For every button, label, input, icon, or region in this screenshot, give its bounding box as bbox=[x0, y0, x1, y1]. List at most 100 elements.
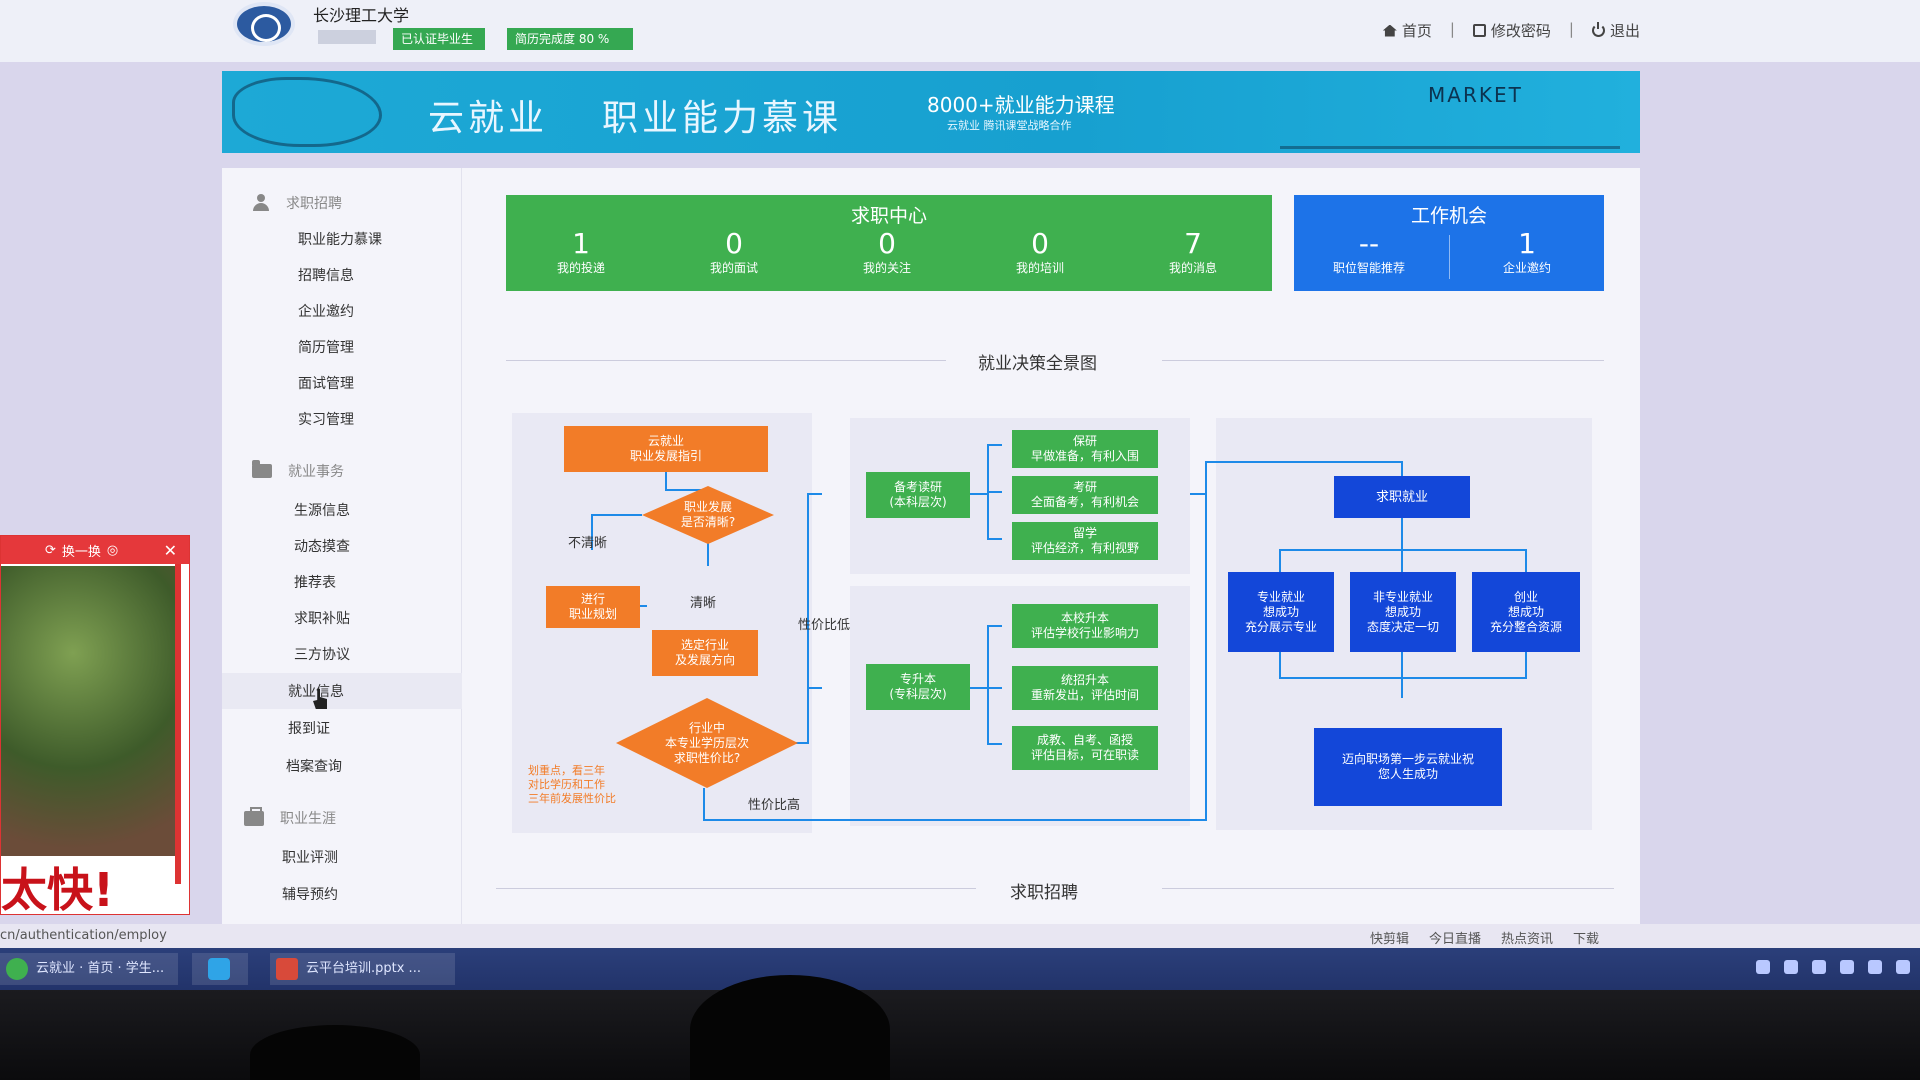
status-url: cn/authentication/employ bbox=[0, 928, 167, 943]
sidebar-item-survey[interactable]: 动态摸查 bbox=[294, 539, 350, 555]
flow-upgrade-option: 成教、自考、函授评估目标，可在职读 bbox=[1012, 726, 1158, 770]
change-password-link[interactable]: 修改密码 bbox=[1472, 20, 1551, 41]
option-title: 保研 bbox=[1072, 434, 1097, 448]
sidebar-section-job[interactable]: 求职招聘 bbox=[252, 193, 342, 213]
flow-upgrade-option: 本校升本评估学校行业影响力 bbox=[1012, 604, 1158, 648]
sidebar-item-recommend[interactable]: 推荐表 bbox=[294, 575, 336, 591]
taskbar-label: 云平台培训.pptx ... bbox=[306, 961, 421, 976]
banner-title: 职业能力慕课 bbox=[602, 98, 843, 139]
sidebar-active-highlight bbox=[222, 673, 462, 709]
stat-smart-recommend[interactable]: --职位智能推荐 bbox=[1294, 229, 1444, 276]
search-icon[interactable] bbox=[1756, 960, 1770, 974]
flow-job-seek-box: 求职就业 bbox=[1334, 476, 1470, 518]
tool-download[interactable]: 下载 bbox=[1573, 932, 1600, 947]
taskbar-browser[interactable]: 云就业 · 首页 · 学生... bbox=[0, 953, 178, 985]
refresh-button[interactable]: 换一换 bbox=[61, 544, 101, 560]
sidebar-section-affairs[interactable]: 就业事务 bbox=[252, 460, 344, 481]
mooc-banner[interactable]: 云就业 职业能力慕课 8000+就业能力课程 云就业 腾讯课堂战略合作 MARK… bbox=[222, 71, 1640, 153]
taskbar-pptx[interactable]: 云平台培训.pptx ... bbox=[270, 953, 455, 985]
user-icon bbox=[252, 194, 270, 212]
option-title: 考研 bbox=[1072, 480, 1097, 494]
flow-note: 划重点，看三年 对比学历和工作 三年前发展性价比 bbox=[528, 764, 616, 805]
shield-icon[interactable] bbox=[1840, 960, 1854, 974]
logout-label: 退出 bbox=[1609, 22, 1640, 40]
power-icon bbox=[1591, 22, 1605, 37]
tool-hot-news[interactable]: 热点资讯 bbox=[1501, 932, 1554, 947]
stat-value: 0 bbox=[878, 227, 896, 260]
sidebar-item-internship[interactable]: 实习管理 bbox=[298, 412, 354, 428]
resume-progress-badge[interactable]: 简历完成度 80 % bbox=[507, 28, 633, 50]
change-password-label: 修改密码 bbox=[1490, 22, 1551, 40]
flow-choose-box: 选定行业 及发展方向 bbox=[652, 630, 758, 676]
logout-link[interactable]: 退出 bbox=[1591, 20, 1640, 41]
option-title: 留学 bbox=[1072, 526, 1097, 540]
stat-label: 职位智能推荐 bbox=[1332, 261, 1405, 275]
stat-value: 7 bbox=[1184, 227, 1202, 260]
ime-icon[interactable] bbox=[1784, 960, 1798, 974]
divider bbox=[1162, 888, 1614, 889]
divider bbox=[506, 360, 946, 361]
taskbar-player[interactable] bbox=[192, 953, 248, 985]
option-desc: 早做准备，有利入围 bbox=[1030, 449, 1139, 463]
option-desc: 评估目标，可在职读 bbox=[1030, 748, 1139, 762]
sidebar-item-interview[interactable]: 面试管理 bbox=[298, 376, 354, 392]
room-foreground bbox=[0, 975, 1920, 1080]
sidebar-item-subsidy[interactable]: 求职补贴 bbox=[294, 611, 350, 627]
sidebar-item-mooc[interactable]: 职业能力慕课 bbox=[298, 232, 382, 248]
sidebar-item-resume[interactable]: 简历管理 bbox=[298, 340, 354, 356]
audience-head bbox=[250, 1025, 420, 1080]
settings-icon[interactable]: ◎ bbox=[106, 542, 119, 558]
stat-value: 0 bbox=[725, 227, 743, 260]
school-name: 长沙理工大学 bbox=[313, 6, 410, 25]
stat-label: 企业邀约 bbox=[1502, 261, 1551, 275]
label-clear: 清晰 bbox=[690, 596, 717, 611]
close-icon[interactable]: ✕ bbox=[163, 541, 177, 560]
network-icon[interactable] bbox=[1812, 960, 1826, 974]
tool-live[interactable]: 今日直播 bbox=[1429, 932, 1482, 947]
sidebar-item-source-info[interactable]: 生源信息 bbox=[294, 503, 350, 519]
sidebar-item-recruit-info[interactable]: 招聘信息 bbox=[298, 268, 354, 284]
atom-doodle-icon bbox=[232, 77, 382, 147]
flow-upgrade-box: 专升本 (专科层次) bbox=[866, 664, 970, 710]
news-image[interactable] bbox=[1, 566, 181, 856]
news-popup-window[interactable]: ⟳ 换一换 ◎ ✕ 太快! bbox=[0, 535, 190, 917]
stat-label: 我的消息 bbox=[1168, 261, 1217, 275]
tool-quick-edit[interactable]: 快剪辑 bbox=[1370, 932, 1410, 947]
label-high-value: 性价比高 bbox=[748, 798, 801, 813]
status-tools: 快剪辑 今日直播 热点资讯 下载 bbox=[1370, 928, 1599, 947]
folder-icon bbox=[252, 460, 272, 478]
volume-icon[interactable] bbox=[1896, 960, 1910, 974]
sidebar-section-title: 就业事务 bbox=[288, 464, 344, 480]
edit-icon bbox=[1472, 24, 1486, 37]
play-icon bbox=[208, 958, 230, 980]
sidebar-item-report-card[interactable]: 报到证 bbox=[288, 721, 330, 737]
briefcase-icon bbox=[244, 806, 264, 826]
decision-map-title: 就业决策全景图 bbox=[978, 354, 1097, 374]
sidebar-item-assessment[interactable]: 职业评测 bbox=[282, 850, 338, 866]
sidebar-section-title: 求职招聘 bbox=[286, 196, 342, 212]
sidebar-item-employment-info[interactable]: 就业信息 bbox=[288, 684, 344, 700]
stat-label: 我的培训 bbox=[1015, 261, 1064, 275]
sidebar-item-agreement[interactable]: 三方协议 bbox=[294, 647, 350, 663]
stat-label: 我的面试 bbox=[709, 261, 758, 275]
next-section-title: 求职招聘 bbox=[1010, 883, 1078, 903]
sidebar-section-career[interactable]: 职业生涯 bbox=[244, 806, 336, 828]
banner-courses: 8000+就业能力课程 bbox=[927, 93, 1115, 117]
sidebar-item-counseling[interactable]: 辅导预约 bbox=[282, 887, 338, 903]
news-headline[interactable]: 太快! bbox=[1, 863, 114, 917]
sidebar-item-archive[interactable]: 档案查询 bbox=[286, 759, 342, 775]
popup-edge-bar bbox=[175, 564, 181, 884]
refresh-icon[interactable]: ⟳ bbox=[45, 542, 56, 558]
flow-outcome-box: 专业就业 想成功 充分展示专业 bbox=[1228, 572, 1334, 652]
sidebar-item-company-invite[interactable]: 企业邀约 bbox=[298, 304, 354, 320]
signal-icon[interactable] bbox=[1868, 960, 1882, 974]
home-link[interactable]: 首页 bbox=[1382, 20, 1432, 41]
stat-value: -- bbox=[1358, 227, 1380, 260]
